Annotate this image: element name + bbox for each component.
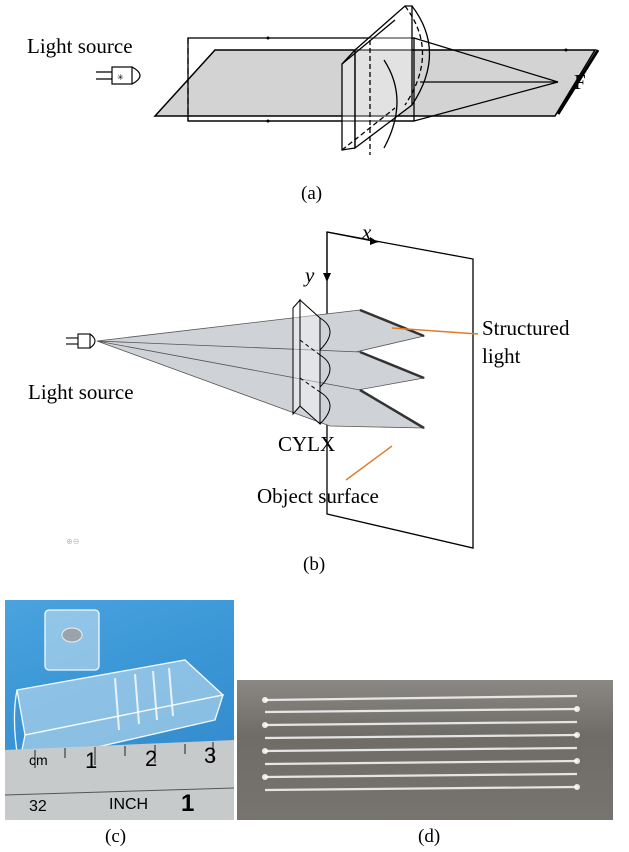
ruler-cm-label: cm xyxy=(29,752,48,768)
caption-b: (b) xyxy=(303,554,326,575)
panel-a: ✳ Light source F (a) xyxy=(0,0,629,210)
panel-b: ⊕⊖ x y Structured light Light source CYL… xyxy=(0,210,629,590)
light-stripes xyxy=(264,694,578,792)
caption-a: (a) xyxy=(301,183,323,204)
cylindrical-lens xyxy=(341,5,431,155)
structured-light-leader xyxy=(391,327,479,335)
y-axis-label: y xyxy=(305,263,315,287)
led-icon-b xyxy=(66,333,96,349)
screw-icon xyxy=(61,627,83,643)
object-surface-label: Object surface xyxy=(257,484,379,508)
ruler-inch-value: 1 xyxy=(181,790,195,817)
focus-label: F xyxy=(574,70,586,94)
ruler-32-label: 32 xyxy=(29,798,47,815)
caption-c: (c) xyxy=(105,826,127,847)
structured-light-label-2: light xyxy=(482,344,521,368)
light-source-label-b: Light source xyxy=(28,380,134,404)
ruler xyxy=(5,740,234,820)
structured-light-label-1: Structured xyxy=(482,316,570,340)
ruler-tick-1: 1 xyxy=(85,748,98,773)
structured-light-pattern xyxy=(262,694,580,792)
caption-d: (d) xyxy=(418,826,441,847)
panel-b-diagram: ⊕⊖ xyxy=(66,231,479,549)
led-icon: ✳ xyxy=(96,66,141,85)
object-surface-leader xyxy=(345,445,393,481)
ruler-tick-2: 2 xyxy=(145,746,158,771)
plastic-lens-part xyxy=(13,609,225,766)
cylx-lens-array xyxy=(292,298,331,426)
panel-c-photo: cm 1 2 3 32 INCH 1 xyxy=(5,600,234,820)
panel-a-diagram: ✳ xyxy=(96,5,600,155)
light-fans xyxy=(96,309,426,429)
light-source-label-a: Light source xyxy=(27,34,133,58)
panel-d-photo xyxy=(237,680,613,820)
ruler-inch-label: INCH xyxy=(109,796,149,813)
ruler-tick-3: 3 xyxy=(204,743,217,768)
lens-photo-illustration xyxy=(5,609,234,820)
x-axis-label: x xyxy=(362,220,372,244)
focal-plane xyxy=(153,49,597,117)
svg-text:✳: ✳ xyxy=(117,73,124,82)
faint-watermark-icon: ⊕⊖ xyxy=(66,537,79,546)
cylx-label: CYLX xyxy=(278,432,336,456)
